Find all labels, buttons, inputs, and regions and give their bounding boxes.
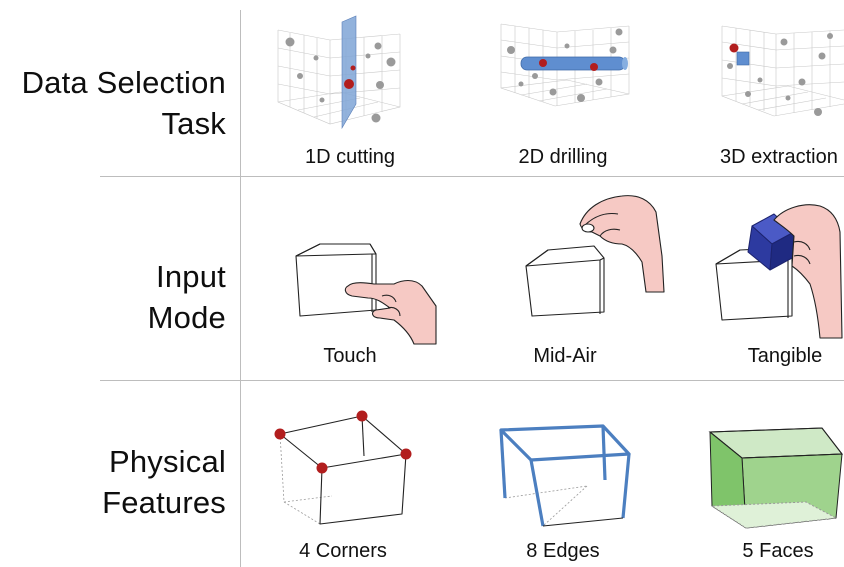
- hand-pinching: [579, 195, 665, 293]
- highlighted-faces: [709, 427, 843, 529]
- row-label-line: Features: [102, 485, 226, 520]
- selection-marker: [590, 63, 598, 71]
- row-label-line: Mode: [147, 300, 226, 335]
- drilling-rod: [520, 56, 626, 71]
- caption-2d-drilling: 2D drilling: [518, 146, 608, 168]
- caption-tangible: Tangible: [747, 345, 823, 367]
- row-label-line: Task: [161, 106, 226, 141]
- caption-touch: Touch: [323, 345, 377, 367]
- plane-cutting-icon: [277, 15, 401, 130]
- horizontal-divider-2: [100, 380, 844, 381]
- rod-drilling-icon: [500, 23, 630, 107]
- row-label-line: Physical: [108, 444, 226, 479]
- wireframe-cube: [525, 245, 605, 317]
- caption-mid-air: Mid-Air: [533, 345, 597, 367]
- midair-hand-icon: [525, 195, 665, 317]
- row-label-line: Data Selection: [21, 65, 226, 100]
- cutting-plane: [341, 15, 357, 130]
- selection-marker: [729, 43, 739, 53]
- extraction-cube: [736, 51, 750, 66]
- touch-hand-icon: [295, 243, 437, 345]
- cube-edges-icon: [499, 424, 631, 527]
- row-label-data-selection-task: Data Selection Task: [22, 62, 226, 144]
- cube-faces-icon: [708, 427, 844, 529]
- wireframe-cube: [295, 243, 377, 317]
- selection-marker: [344, 79, 354, 89]
- caption-8-edges: 8 Edges: [526, 540, 600, 562]
- hand-holding: [773, 204, 843, 339]
- corner-markers: [274, 410, 412, 474]
- vertical-divider: [240, 10, 241, 567]
- tangible-cube: [747, 213, 795, 271]
- row-label-physical-features: Physical Features: [102, 441, 226, 523]
- caption-3d-extraction: 3D extraction: [720, 146, 838, 168]
- horizontal-divider-1: [100, 176, 844, 177]
- row-label-input-mode: Input Mode: [148, 256, 226, 338]
- row-label-line: Input: [156, 259, 226, 294]
- caption-5-faces: 5 Faces: [742, 540, 814, 562]
- caption-1d-cutting: 1D cutting: [304, 146, 396, 168]
- cube-corners-icon: [274, 410, 412, 525]
- hand-pointing: [344, 279, 437, 345]
- caption-4-corners: 4 Corners: [299, 540, 387, 562]
- highlighted-edges: [499, 424, 631, 527]
- tangible-hand-icon: [715, 204, 843, 339]
- cube-extraction-icon: [721, 25, 844, 117]
